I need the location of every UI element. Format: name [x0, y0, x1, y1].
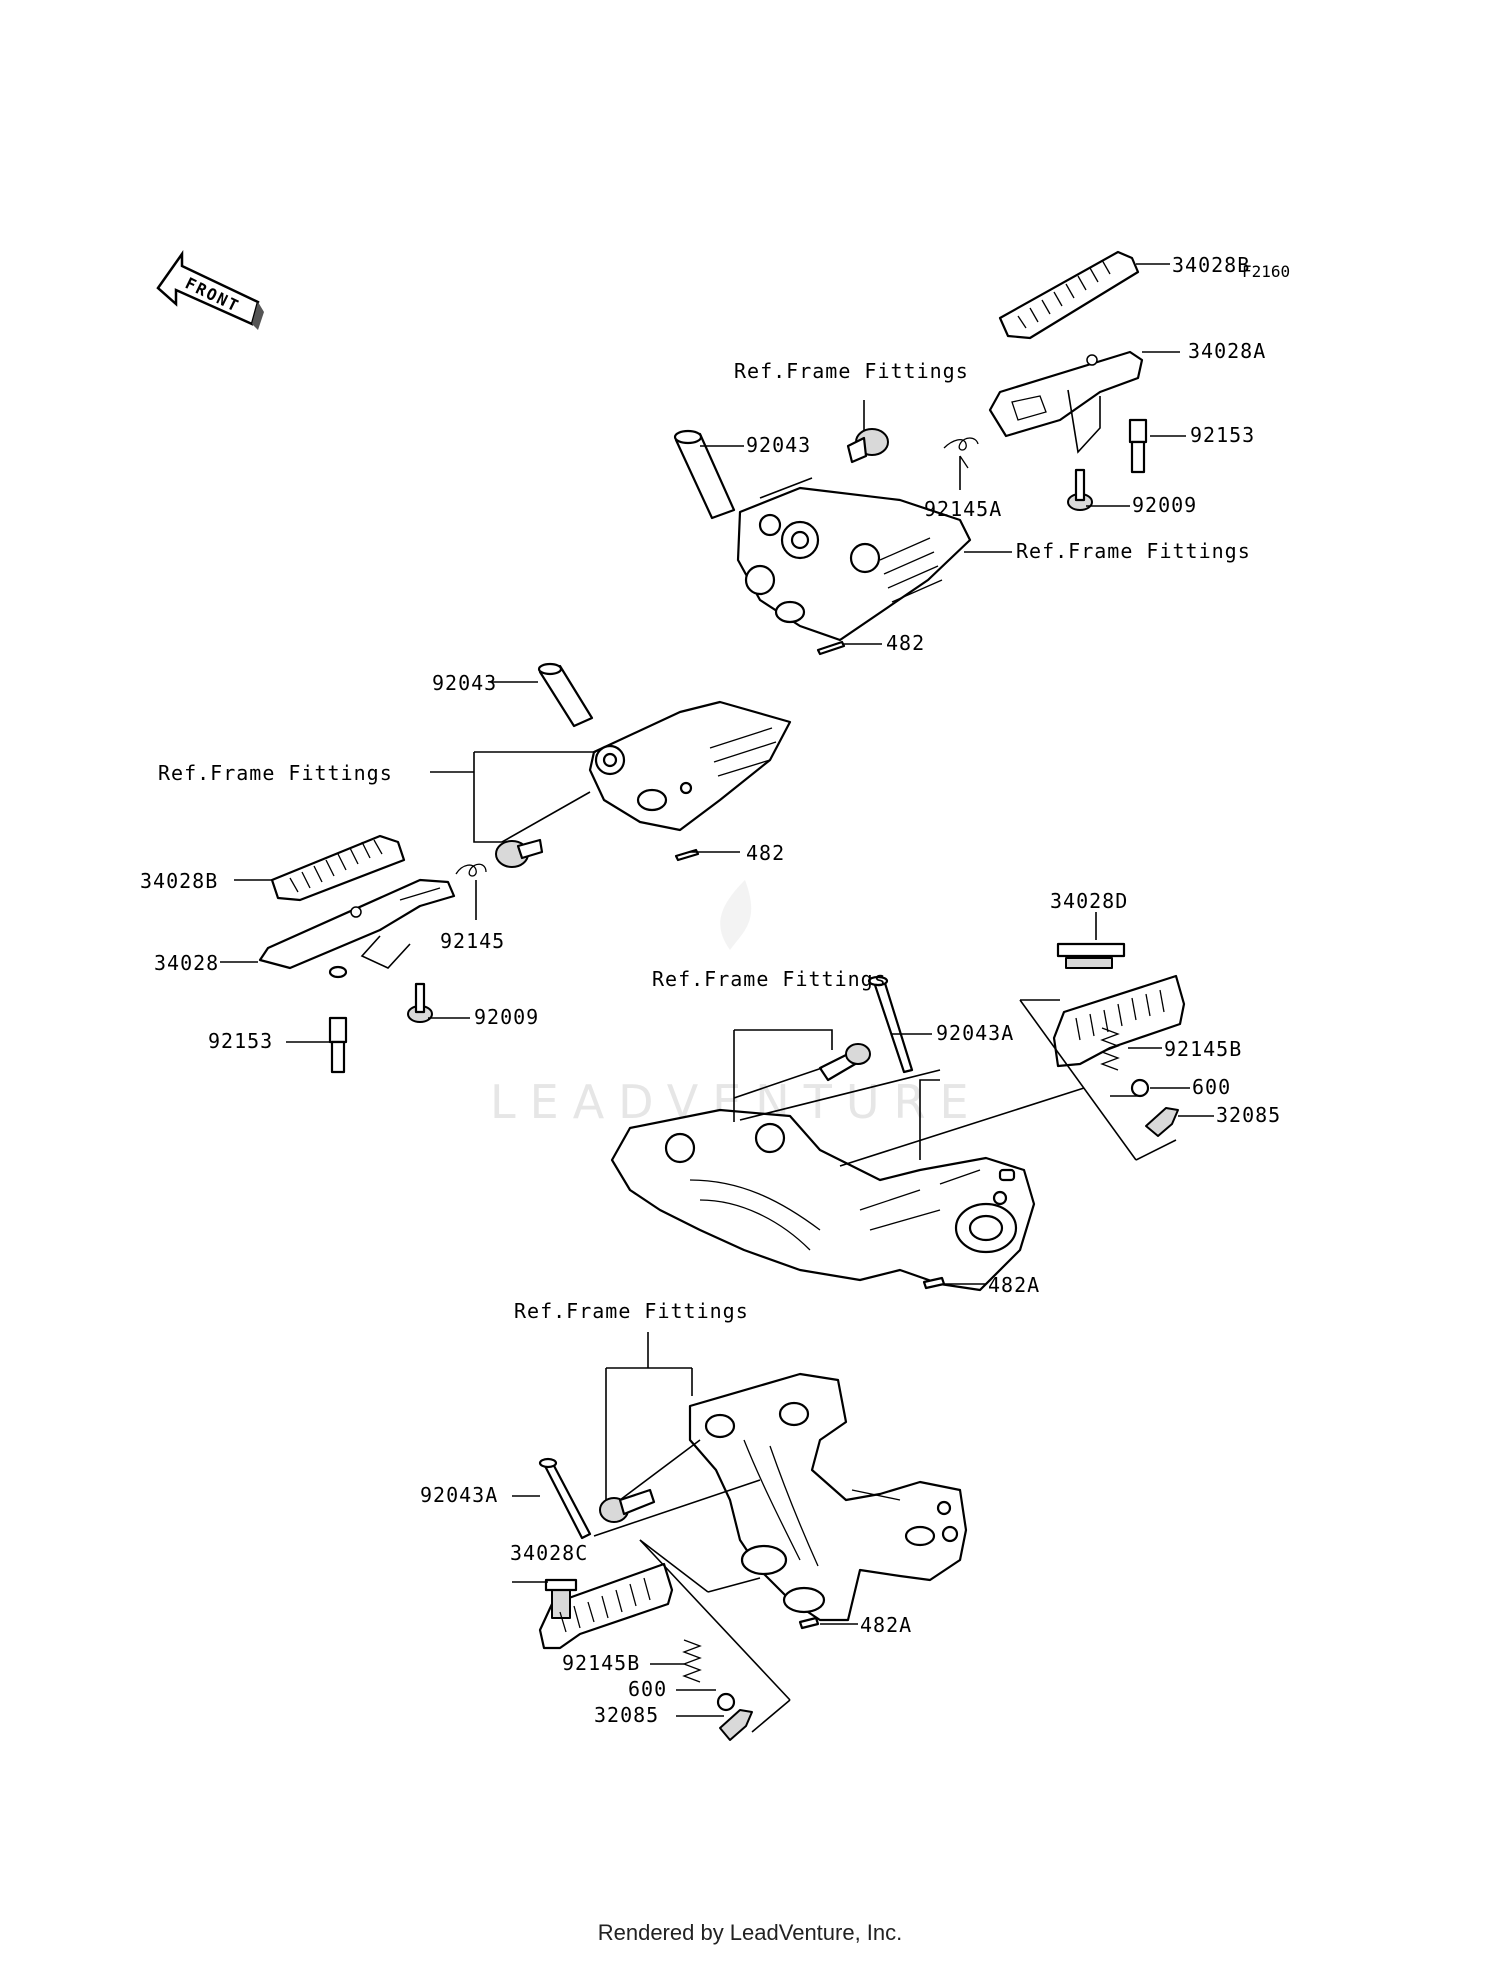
label-34028A: 34028A: [1188, 339, 1266, 363]
label-92043A-bottom: 92043A: [420, 1483, 498, 1507]
pin-92043A-bottom: [538, 1457, 592, 1540]
ball-600-bottom: [716, 1692, 736, 1712]
plunger-32085-right: [1145, 1107, 1179, 1137]
pin-92043A-right: [867, 975, 914, 1074]
footer-credit: Rendered by LeadVenture, Inc.: [597, 1920, 903, 1945]
label-34028D: 34028D: [1050, 889, 1128, 913]
label-ref-frame-fittings-3: Ref.Frame Fittings: [158, 761, 393, 785]
label-92145B-bottom: 92145B: [562, 1651, 640, 1675]
front-left-bracket-assembly: [538, 1372, 968, 1741]
rear-left-bracket-assembly: [258, 662, 792, 1074]
spring-92145B-bottom: [682, 1639, 702, 1683]
bolt-92153-top: [1128, 418, 1148, 474]
spring-92145A: [943, 437, 979, 469]
bracket-right: [610, 1108, 1036, 1292]
label-92043A-right: 92043A: [936, 1021, 1014, 1045]
label-482A-bottom: 482A: [860, 1613, 912, 1637]
pin-92043-top: [673, 429, 736, 520]
pin-92043-mid: [537, 662, 594, 728]
label-ref-frame-fittings-5: Ref.Frame Fittings: [514, 1299, 749, 1323]
label-34028B-mid: 34028B: [140, 869, 218, 893]
label-92145A: 92145A: [924, 497, 1002, 521]
bolt-92153-mid: [328, 965, 348, 1074]
label-482-top: 482: [886, 631, 925, 655]
rear-right-bracket-assembly: [673, 250, 1148, 656]
label-482A-right: 482A: [988, 1273, 1040, 1297]
label-92043-mid: 92043: [432, 671, 497, 695]
bolt-92009-mid: [407, 982, 433, 1023]
label-92009-mid: 92009: [474, 1005, 539, 1029]
front-arrow-icon: FRONT: [156, 250, 264, 330]
label-34028: 34028: [154, 951, 219, 975]
leaders-mid-left: [220, 681, 740, 1043]
label-600-right: 600: [1192, 1075, 1231, 1099]
footpeg-34028A: [988, 350, 1144, 438]
plunger-32085-bottom: [719, 1709, 753, 1741]
label-600-bottom: 600: [628, 1677, 667, 1701]
leaders-mid-right: [733, 912, 1214, 1285]
bolt-92009-top: [1067, 468, 1093, 511]
watermark-flame-icon: [720, 880, 752, 950]
front-right-bracket-assembly: [610, 942, 1186, 1292]
cotter-pin-482-top: [816, 640, 846, 656]
frame-bolt-mid: [495, 838, 544, 868]
label-92153-mid: 92153: [208, 1029, 273, 1053]
footpeg-rubber-34028B-top: [998, 250, 1140, 340]
label-ref-frame-fittings-1: Ref.Frame Fittings: [734, 359, 969, 383]
label-92145B-right: 92145B: [1164, 1037, 1242, 1061]
label-34028C: 34028C: [510, 1541, 588, 1565]
frame-bolt-bottom: [599, 1488, 656, 1523]
label-92153-top: 92153: [1190, 423, 1255, 447]
bracket-top: [736, 486, 972, 642]
spring-92145: [455, 863, 487, 877]
footpeg-34028C: [538, 1562, 674, 1650]
footpeg-34028D: [1052, 942, 1186, 1068]
spring-92145B-right: [1100, 1027, 1120, 1071]
bracket-mid-left: [588, 700, 792, 832]
label-34028B-top: 34028B: [1172, 253, 1250, 277]
leaders-top: [700, 263, 1186, 645]
label-ref-frame-fittings-4: Ref.Frame Fittings: [652, 967, 887, 991]
bracket-bottom: [688, 1372, 968, 1622]
label-32085-right: 32085: [1216, 1103, 1281, 1127]
footpeg-rubber-34028B-mid: [270, 834, 406, 902]
diagram-code: F2160: [1242, 262, 1290, 281]
footpeg-34028: [258, 878, 456, 970]
ball-600-right: [1130, 1078, 1150, 1098]
label-92009-top: 92009: [1132, 493, 1197, 517]
label-92043-top: 92043: [746, 433, 811, 457]
frame-bolt-right: [818, 1043, 871, 1082]
label-482-mid: 482: [746, 841, 785, 865]
label-32085-bottom: 32085: [594, 1703, 659, 1727]
frame-bolt-top: [846, 428, 889, 464]
label-ref-frame-fittings-2: Ref.Frame Fittings: [1016, 539, 1251, 563]
label-92145: 92145: [440, 929, 505, 953]
cotter-pin-482A-bottom: [798, 1616, 820, 1630]
leaders-bottom: [512, 1332, 858, 1733]
